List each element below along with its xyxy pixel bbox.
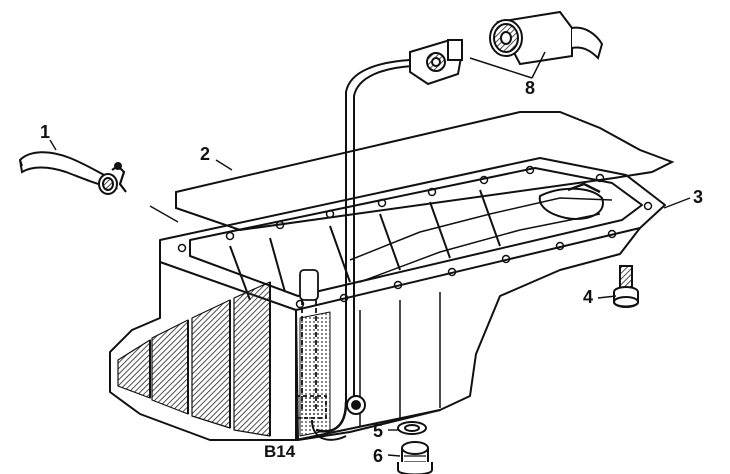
- callout-6: 6: [373, 446, 384, 466]
- oil-line: [18, 151, 127, 195]
- callout-4: 4: [583, 287, 594, 307]
- dipstick-tube: [315, 59, 413, 433]
- leader-lines: [49, 139, 691, 457]
- oil-pan: [109, 157, 666, 441]
- callout-8: 8: [525, 78, 536, 98]
- seal-ring: [397, 421, 427, 435]
- sensor-b14: [295, 269, 347, 441]
- callout-3: 3: [693, 187, 704, 207]
- oil-level-sensor: [409, 10, 604, 86]
- gasket: [175, 111, 675, 232]
- bolt: [613, 265, 639, 308]
- callout-1: 1: [40, 122, 51, 142]
- callout-2: 2: [200, 144, 211, 164]
- callout-5: 5: [373, 421, 384, 441]
- callout-b14: B14: [264, 442, 296, 461]
- drain-plug: [397, 441, 433, 474]
